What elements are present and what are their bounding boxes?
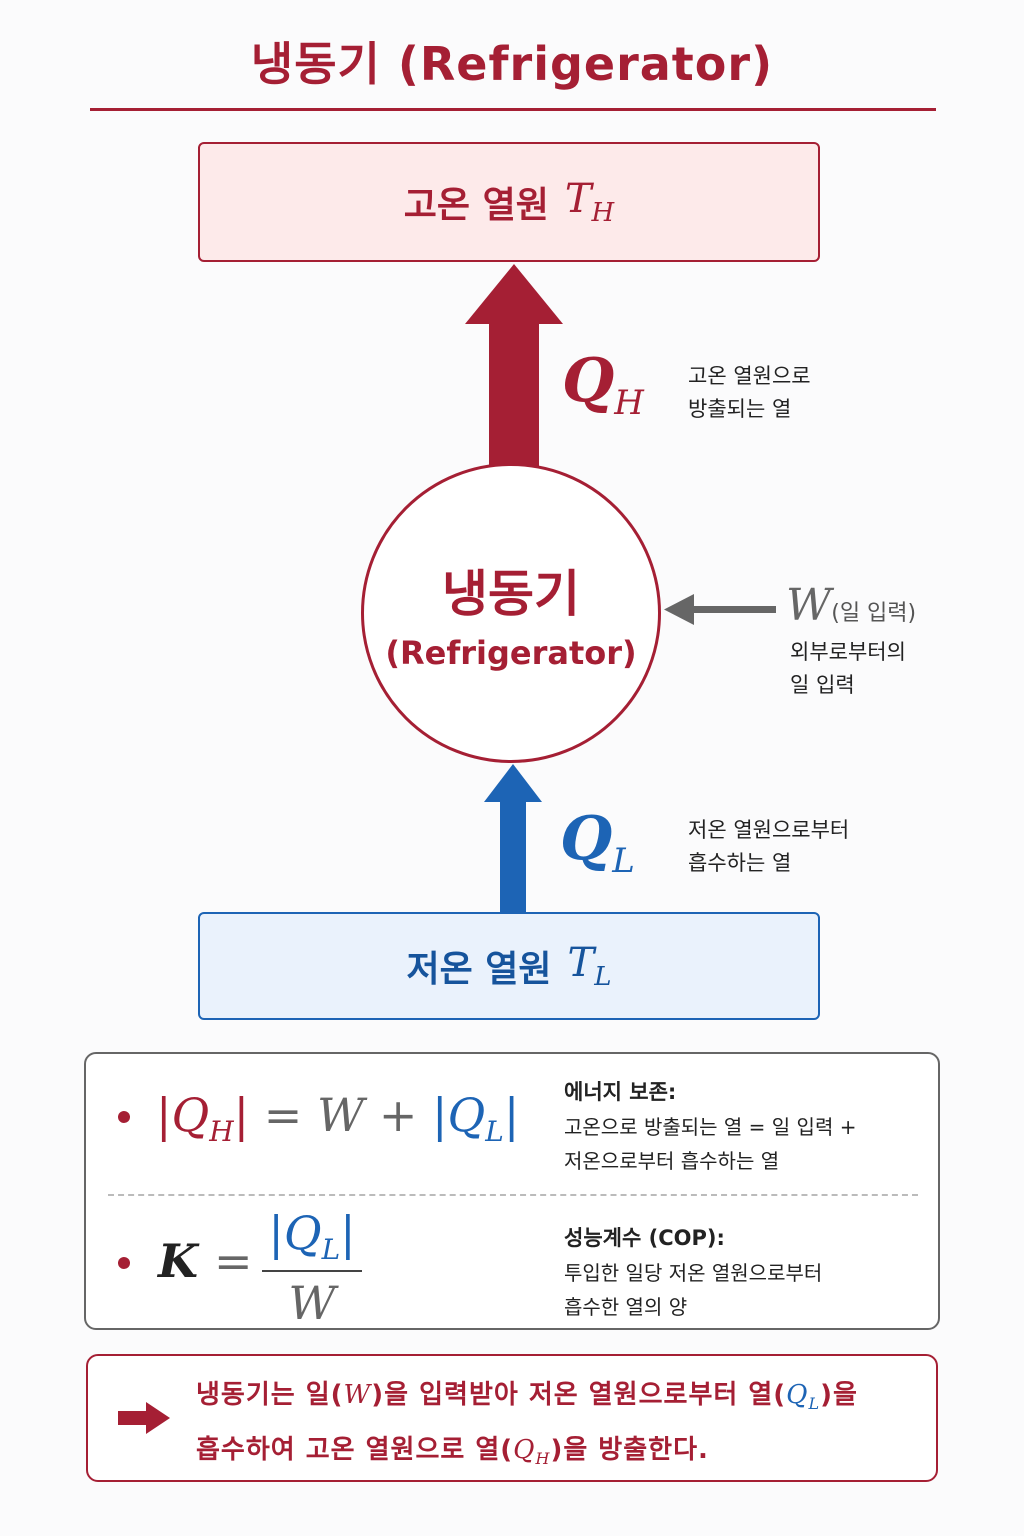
conclusion-box: [86, 1354, 938, 1482]
cop-explanation: 성능계수 (COP): 투입한 일당 저온 열원으로부터 흡수한 열의 양: [564, 1226, 823, 1319]
formula-box: [84, 1052, 940, 1330]
cop-lhs: K =: [158, 1234, 253, 1288]
heat-out-arrow: [465, 264, 563, 468]
arrow-right-icon: [118, 1402, 170, 1434]
hot-reservoir-symbol: TH: [564, 176, 615, 228]
hot-reservoir-box: 고온 열원 TH: [198, 142, 820, 262]
work-description: 외부로부터의 일 입력: [790, 640, 906, 697]
cop-denominator: W: [288, 1276, 336, 1331]
heat-out-description: 고온 열원으로 방출되는 열: [688, 364, 811, 421]
work-label: W(일 입력): [786, 580, 916, 631]
heat-out-symbol: QH: [562, 346, 644, 423]
cop-fraction: |QL| W: [262, 1206, 362, 1330]
page-title: 냉동기 (Refrigerator): [250, 37, 774, 91]
energy-conservation-explanation: 에너지 보존: 고온으로 방출되는 열 = 일 입력 + 저온으로부터 흡수하는…: [564, 1080, 857, 1173]
cold-reservoir-box: 저온 열원 TL: [198, 912, 820, 1020]
heat-in-symbol: QL: [560, 804, 635, 881]
conclusion-text: 냉동기는 일(W)을 입력받아 저온 열원으로부터 열(QL)을 흡수하여 고온…: [196, 1380, 858, 1469]
title-underline: [90, 108, 936, 111]
refrigerator-circle: 냉동기 (Refrigerator): [361, 463, 661, 763]
cold-reservoir-symbol: TL: [567, 940, 612, 992]
cold-reservoir-label: 저온 열원: [406, 949, 552, 990]
work-symbol: W: [786, 580, 832, 631]
heat-in-arrow: [484, 764, 542, 914]
refrigerator-label-en: (Refrigerator): [385, 634, 637, 672]
cop-numerator: |QL|: [268, 1206, 356, 1267]
refrigerator-label-kr: 냉동기: [442, 565, 580, 623]
work-text: (일 입력): [831, 601, 917, 626]
bullet-icon: [118, 1257, 130, 1269]
bullet-icon: [118, 1111, 130, 1123]
hot-reservoir-label: 고온 열원: [403, 185, 549, 226]
energy-conservation-formula: |QH| = W + |QL|: [156, 1088, 520, 1149]
work-arrow: [664, 594, 776, 625]
heat-in-description: 저온 열원으로부터 흡수하는 열: [688, 818, 850, 875]
dashed-divider: [108, 1194, 918, 1196]
